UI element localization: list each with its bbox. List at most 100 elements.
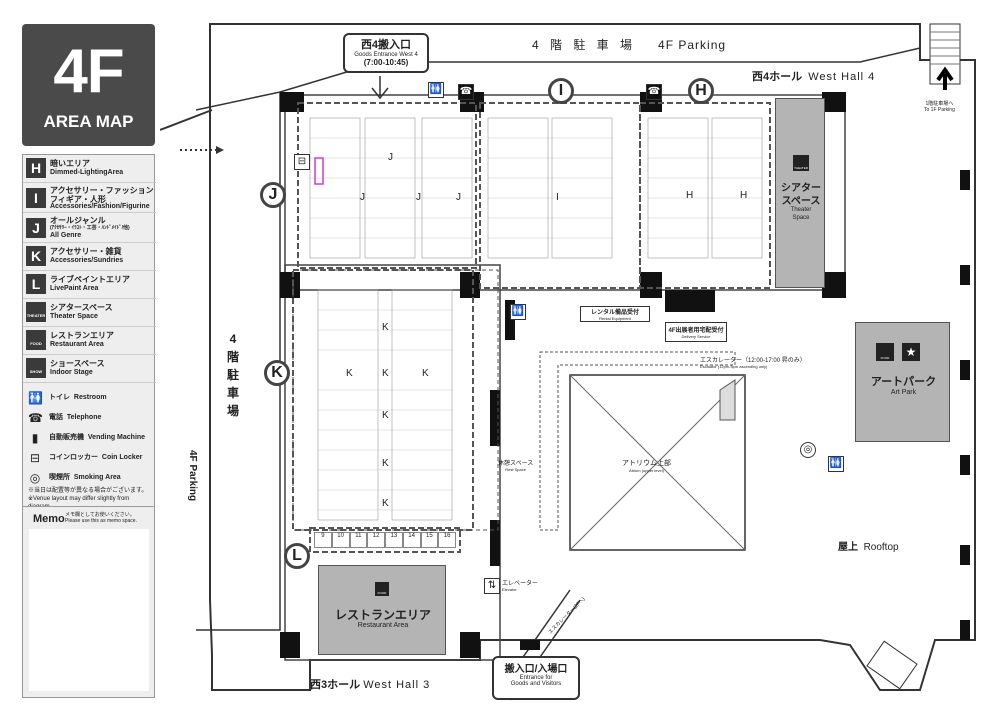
symbol-label-jp: 喫煙所 — [49, 474, 70, 481]
area-map-title: AREA MAP — [43, 112, 134, 131]
area-label-j: J — [360, 192, 365, 203]
area-label-j: J — [416, 192, 421, 203]
legend-label-jp: オールジャンル — [50, 216, 106, 225]
restaurant-area[interactable]: FOOD レストランエリア Restaurant Area — [318, 565, 446, 655]
restaurant-en: Restaurant Area — [357, 622, 409, 629]
goods-entrance-west4: 西4搬入口 Goods Entrance West 4 (7:00-10:45) — [343, 33, 429, 73]
legend-panel: H 暗いエリア Dimmed-LightingArea I アクセサリー・ファッ… — [22, 154, 156, 524]
vending-machine-icon: ▮ — [31, 431, 39, 445]
star-icon: ★ — [902, 343, 920, 361]
elevator-icon: ⇅ — [484, 578, 500, 594]
theater-icon: THEATER — [26, 302, 46, 322]
art-park[interactable]: FOOD ★ アートパーク Art Park — [855, 322, 950, 442]
area-h-marker[interactable]: H — [688, 78, 714, 104]
west-hall-4-en: West Hall 4 — [808, 71, 876, 83]
smoking-area-icon: ◎ — [29, 471, 41, 485]
delivery-service-desk[interactable]: 4F出展者用宅配受付 Delivery Service — [665, 322, 727, 342]
legend-item-l: L ライブペイントエリア LivePaint Area — [23, 271, 156, 299]
symbol-label-en: Telephone — [66, 414, 102, 421]
visitor-entrance-en1: Entrance for — [519, 675, 553, 681]
area-label-k: K — [382, 410, 389, 421]
legend-label-jp: ショースペース — [50, 359, 105, 368]
legend-label-jp: レストランエリア — [50, 331, 114, 340]
symbol-label-en: Restroom — [73, 394, 107, 401]
area-j-marker[interactable]: J — [260, 182, 286, 208]
art-park-jp: アートパーク — [870, 376, 937, 388]
rental-equipment-desk[interactable]: レンタル備品受付 Rental Equipment — [580, 306, 650, 322]
l-booth: 9 — [314, 532, 332, 548]
legend-sidebar: 4F AREA MAP H 暗いエリア Dimmed-LightingArea … — [22, 24, 158, 698]
rental-jp: レンタル備品受付 — [590, 310, 639, 316]
symbol-label-jp: コインロッカー — [49, 454, 98, 461]
theater-icon: THEATER — [793, 155, 809, 171]
west-hall-3-label: 西3ホール West Hall 3 — [310, 676, 430, 692]
legend-item-k: K アクセサリー・雑貨 Accessories/Sundries — [23, 243, 156, 271]
food-badge-text: FOOD — [880, 356, 890, 360]
rest-space-label: 休憩スペース Rest Space — [498, 458, 533, 472]
legend-badge-h: H — [26, 158, 46, 178]
memo-title: Memo — [33, 513, 65, 525]
symbol-label-en: Coin Locker — [101, 454, 143, 461]
escalator-jp: エスカレーター（12:00-17:00 昇のみ） — [700, 358, 806, 364]
map-outline — [160, 23, 976, 701]
coin-locker-icon: ⊟ — [29, 451, 41, 465]
symbol-label-jp: 自動販売機 — [49, 434, 84, 441]
parking-top-jp: 4 階 駐 車 場 — [532, 38, 637, 52]
legend-badge-i: I — [26, 188, 46, 208]
area-label-i: I — [556, 192, 559, 203]
theater-badge-text: THEATER — [794, 166, 808, 170]
atrium-label: アトリウム上部 Atrium (upper level) — [622, 458, 671, 473]
telephone-icon: ☎ — [28, 411, 43, 425]
legend-badge-j: J — [26, 218, 46, 238]
area-label-h: H — [686, 190, 694, 201]
area-label-j: J — [388, 152, 393, 163]
show-badge-text: SHOW — [29, 369, 43, 374]
parking-top-en: 4F Parking — [658, 38, 727, 52]
legend-label-jp: アクセサリー・ファッション — [50, 186, 154, 195]
floor-title: 4F AREA MAP — [22, 24, 155, 146]
legend-label-en: All Genre — [50, 232, 82, 239]
symbol-smoking: ◎ 喫煙所 Smoking Area — [23, 469, 156, 487]
l-booth-row: 9 10 11 12 13 14 15 16 — [314, 532, 456, 548]
restroom-icon: 🚻 — [428, 82, 444, 98]
to-1f-parking: 1階駐車場へ To 1F Parking — [924, 100, 955, 113]
to-1f-jp: 1階駐車場へ — [925, 101, 954, 107]
legend-label-en: Dimmed-LightingArea — [50, 169, 124, 176]
west-hall-3-en: West Hall 3 — [363, 679, 431, 691]
legend-label-jp2: フィギア・人形 — [50, 195, 106, 204]
legend-label-en: Accessories/Sundries — [50, 257, 124, 264]
legend-badge-k: K — [26, 246, 46, 266]
area-label-h: H — [740, 190, 748, 201]
theater-badge-text: THEATER — [26, 313, 46, 318]
area-l-marker[interactable]: L — [284, 543, 310, 569]
rooftop-label: 屋上 Rooftop — [838, 538, 899, 553]
visitor-entrance-en2: Goods and Visitors — [510, 681, 562, 687]
legend-label-en: Theater Space — [50, 313, 98, 320]
area-label-k: K — [346, 368, 353, 379]
area-k-marker[interactable]: K — [264, 360, 290, 386]
area-i-marker[interactable]: I — [548, 78, 574, 104]
elevator-label: エレベーター Elevator — [502, 578, 538, 592]
memo-note: メモ欄としてお使いください。 Please use this as memo s… — [65, 512, 137, 524]
goods-entrance-en: Goods Entrance West 4 — [354, 52, 418, 58]
legend-label-jp: シアタースペース — [50, 303, 113, 312]
theater-label-jp: シアター — [781, 183, 821, 194]
legend-label-en: Restaurant Area — [50, 341, 104, 348]
area-label-k: K — [382, 498, 389, 509]
parking-left-jp: 4 階 駐 車 場 — [225, 330, 241, 420]
goods-entrance-time: (7:00-10:45) — [363, 58, 409, 67]
telephone-icon: ☎ — [458, 84, 474, 100]
elevator-en: Elevator — [502, 587, 517, 592]
visitor-entrance[interactable]: 搬入口/入場口 Entrance for Goods and Visitors — [492, 656, 580, 700]
floor-number: 4F — [53, 37, 124, 106]
area-label-k: K — [382, 322, 389, 333]
legend-item-theater: THEATER シアタースペース Theater Space — [23, 299, 156, 327]
layout-note-jp: ※当日は配置等が異なる場合がございます。 — [28, 488, 148, 494]
l-booth: 13 — [385, 532, 403, 548]
memo-note-en: Please use this as memo space. — [65, 518, 137, 524]
memo-writing-area — [29, 529, 149, 691]
west-hall-3-jp: 西3ホール — [310, 679, 361, 691]
art-park-en: Art Park — [890, 389, 917, 396]
theater-space[interactable]: THEATER シアター スペース Theater Space — [775, 98, 825, 288]
symbol-label-en: Smoking Area — [73, 474, 121, 481]
